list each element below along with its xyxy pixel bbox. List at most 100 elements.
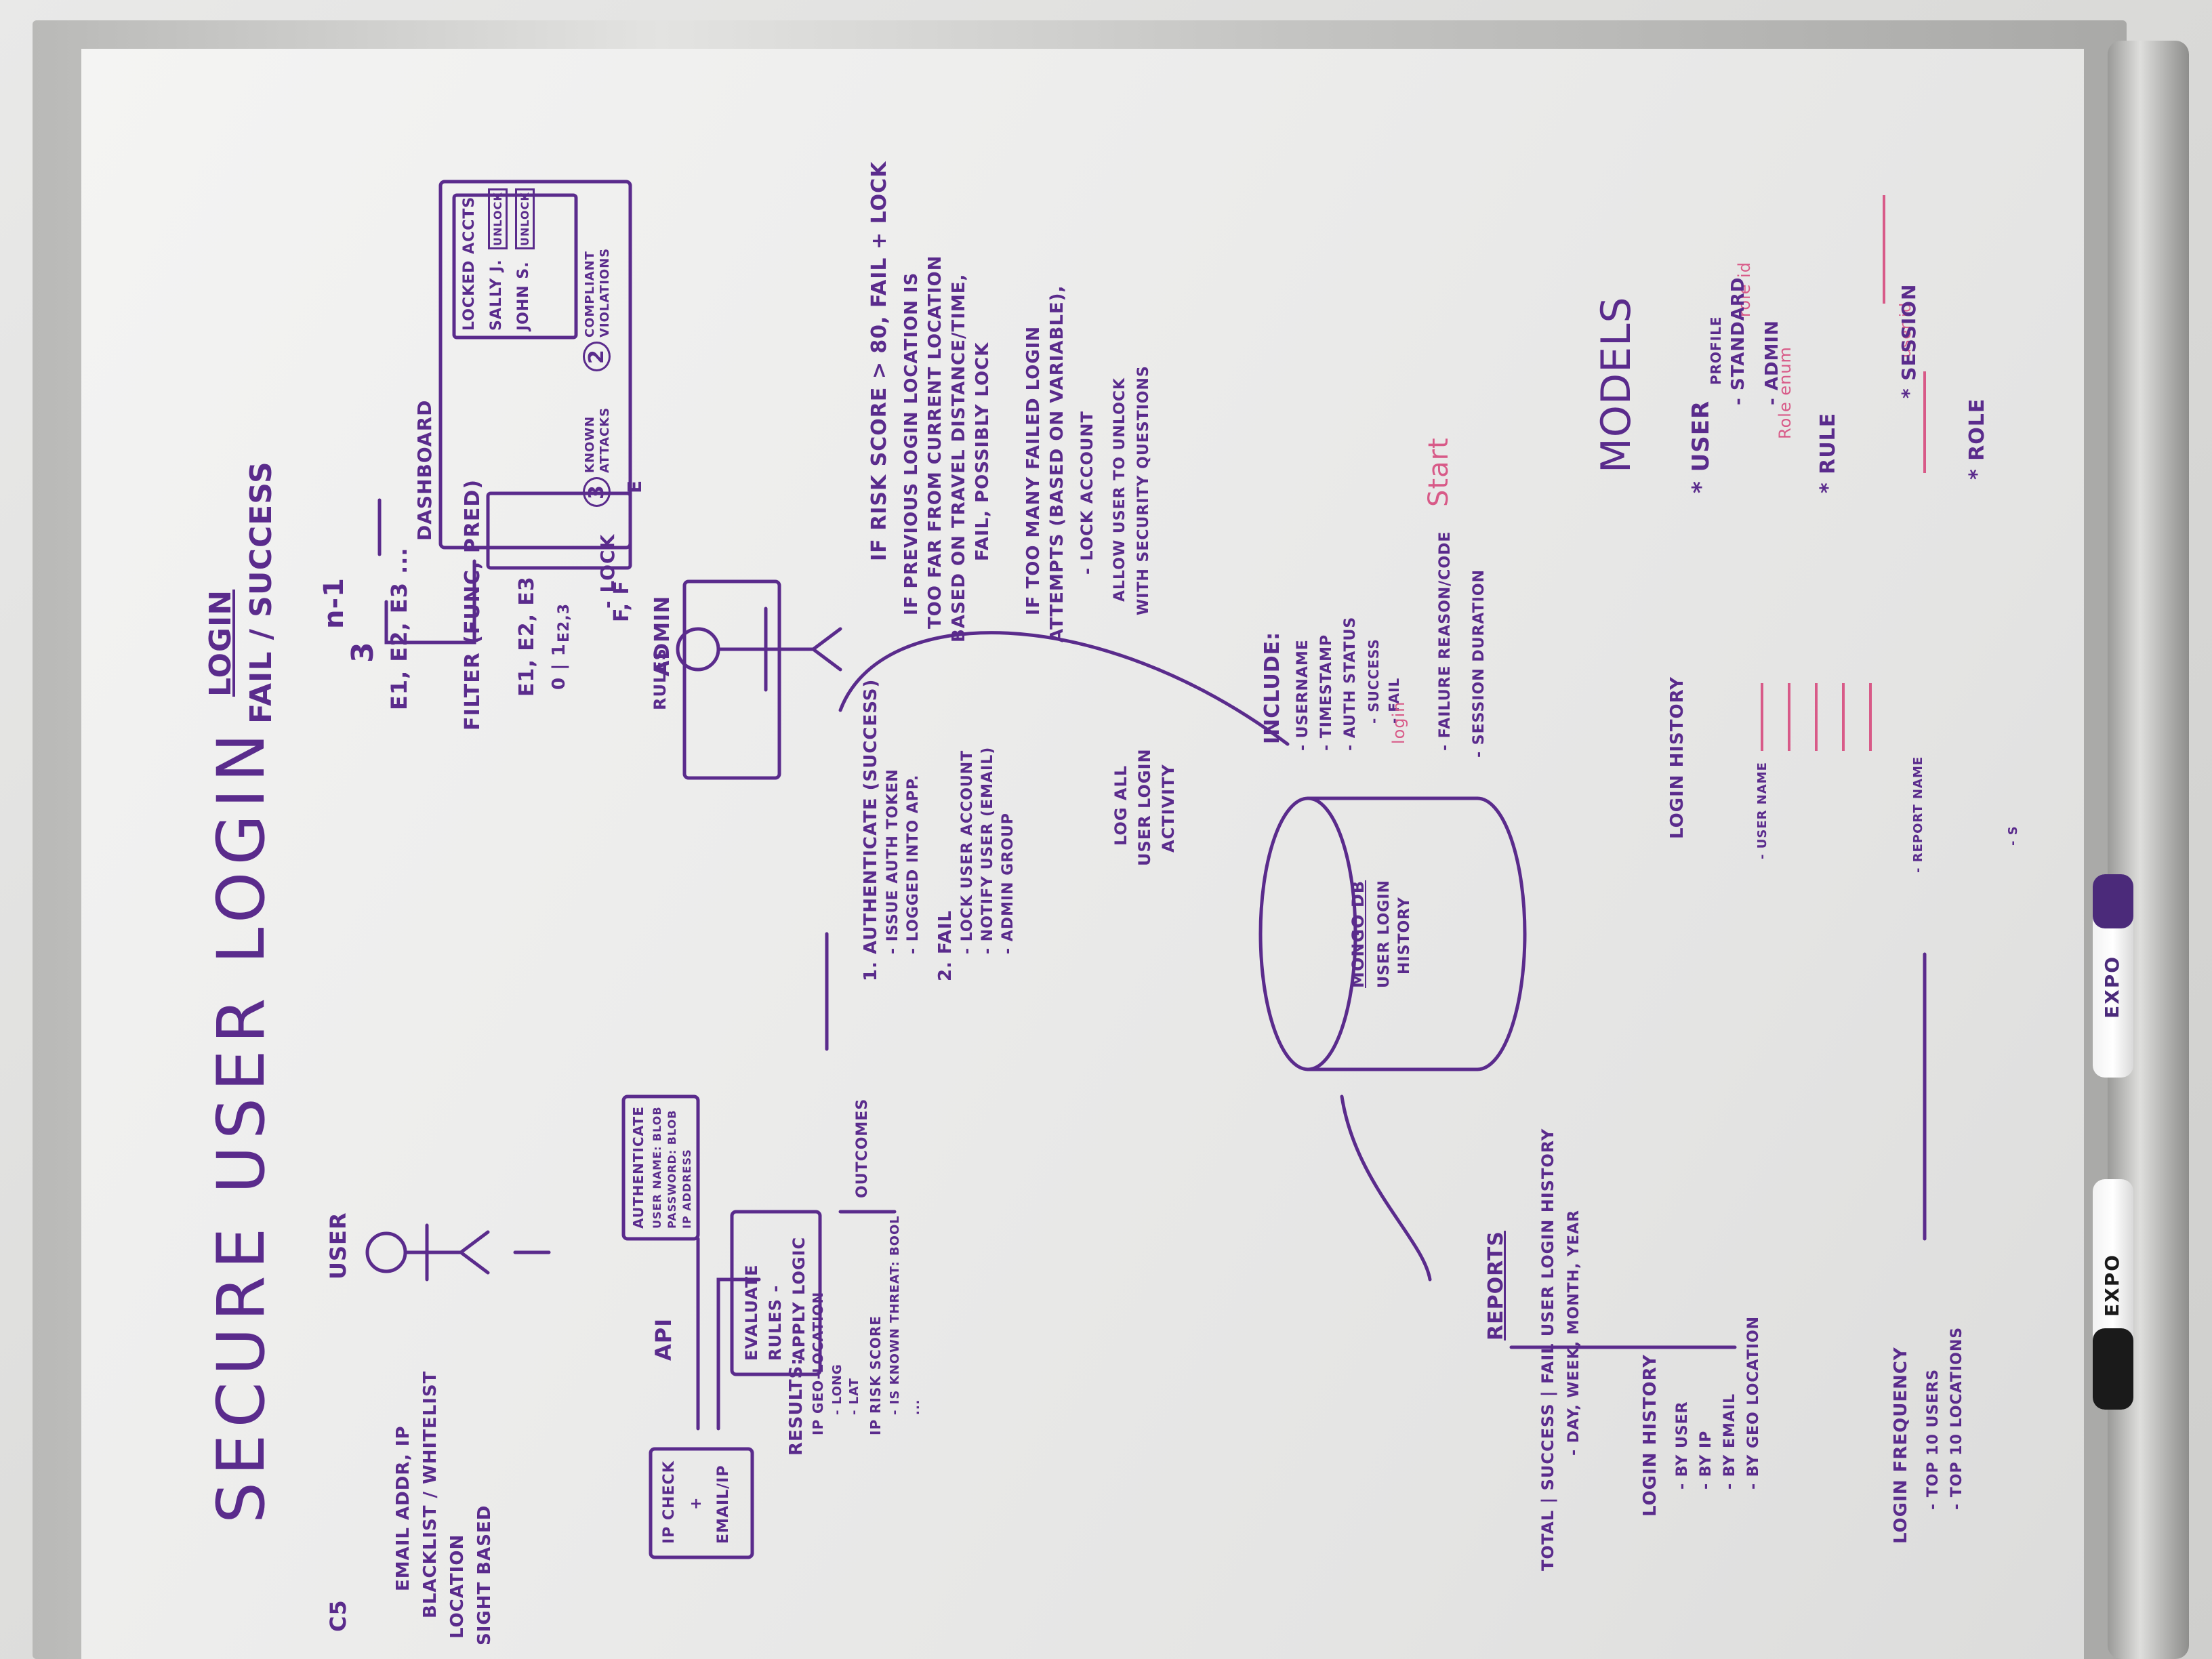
events-box-2: E — [623, 479, 646, 493]
reports-by-4: - BY GEO LOCATION — [1745, 1315, 1762, 1490]
include-2: - TIMESTAMP — [1318, 634, 1335, 751]
include-6: - FAILURE REASON/CODE — [1437, 531, 1454, 751]
note-c5: C5 — [325, 1599, 351, 1632]
include-1: - USERNAME — [1294, 639, 1311, 751]
rule-7: ATTEMPTS (BASED ON VARIABLE), — [1047, 285, 1067, 642]
reports-frequency: LOGIN FREQUENCY — [1891, 1347, 1911, 1544]
note-location: LOCATION — [447, 1534, 468, 1639]
results-line-2: - LONG — [830, 1364, 844, 1415]
reports-header: REPORTS — [1484, 1231, 1508, 1340]
fail-success: FAIL / SUCCESS — [244, 461, 279, 724]
rules-label: RULES — [651, 648, 670, 710]
n-minus-one: n-1 — [319, 577, 350, 629]
reports-by-2: - BY IP — [1698, 1430, 1715, 1490]
include-header: INCLUDE: — [1261, 631, 1284, 744]
reports-login-history: LOGIN HISTORY — [1640, 1354, 1660, 1517]
models-title: MODELS — [1593, 296, 1640, 473]
results-line-5: - IS KNOWN THREAT: BOOL — [888, 1215, 902, 1415]
model-role: * ROLE — [1965, 398, 1989, 480]
outcome-line-6: - NOTIFY USER (EMAIL) — [979, 746, 996, 954]
reports-by-3: - BY EMAIL — [1721, 1393, 1738, 1490]
events-box: E1, E2, E3 — [515, 576, 539, 697]
eval-line-1: EVALUATE — [742, 1264, 761, 1361]
mock-report-name: - REPORT NAME — [1911, 756, 1925, 873]
ip-check-line-1: IP CHECK — [661, 1460, 678, 1544]
pink-login: login — [1389, 701, 1408, 744]
auth-line-4: IP ADDRESS — [680, 1149, 693, 1229]
pink-start: Start — [1423, 437, 1454, 507]
events-list: E1, E2, E3 ... — [386, 547, 412, 710]
model-session: * SESSION — [1898, 283, 1920, 398]
marker-cap-purple — [2093, 874, 2133, 928]
model-standard: - STANDARD — [1728, 276, 1748, 405]
filter-label: FILTER (FUNC, PRED) — [461, 478, 485, 731]
reports-total: TOTAL | SUCCESS | FAIL USER LOGIN HISTOR… — [1538, 1128, 1557, 1571]
model-admin: - ADMIN — [1762, 320, 1782, 405]
auth-line-3: PASSWORD: BLOB — [665, 1109, 678, 1229]
rule-10: WITH SECURITY QUESTIONS — [1135, 365, 1152, 615]
outcome-line-5: - LOCK USER ACCOUNT — [959, 750, 976, 954]
locked-john: JOHN S. — [515, 261, 532, 331]
rule-4: BASED ON TRAVEL DISTANCE/TIME, — [949, 273, 969, 642]
mock-user-name: - USER NAME — [1755, 762, 1769, 859]
zero-one: 0 | 1 — [549, 643, 569, 690]
events-e23: E2,3 — [556, 602, 573, 642]
rule-8: - LOCK ACCOUNT — [1078, 411, 1097, 575]
note-email: EMAIL ADDR, IP — [393, 1425, 413, 1592]
compliant-label-1: COMPLIANT — [583, 250, 597, 337]
known-label-1: KNOWN — [583, 415, 597, 473]
known-label-2: ATTACKS — [598, 407, 612, 473]
model-rule: * RULE — [1816, 412, 1840, 493]
log-all-3: ACTIVITY — [1159, 764, 1178, 853]
auth-line-1: AUTHENTICATE — [630, 1106, 647, 1229]
results-line-1: IP GEO-LOCATION — [810, 1291, 826, 1435]
note-blacklist: BLACKLIST / WHITELIST — [420, 1370, 441, 1618]
outcome-line-4: 2. FAIL — [935, 909, 956, 981]
include-4: - SUCCESS — [1366, 638, 1382, 724]
outcome-line-1: 1. AUTHENTICATE (SUCCESS) — [861, 678, 881, 981]
results-line-4: IP RISK SCORE — [867, 1315, 884, 1435]
lock-label: - LOCK — [596, 533, 619, 609]
include-7: - SESSION DURATION — [1471, 569, 1488, 758]
rule-6: IF TOO MANY FAILED LOGIN — [1023, 325, 1044, 615]
compliant-label-2: VIOLATIONS — [598, 247, 612, 337]
results-header: RESULTS: — [786, 1357, 806, 1456]
ip-check-line-2: + — [688, 1496, 705, 1510]
note-sight: SIGHT BASED — [474, 1504, 495, 1645]
reports-top-2: - TOP 10 LOCATIONS — [1948, 1326, 1965, 1510]
log-all-2: USER LOGIN — [1135, 748, 1154, 866]
board-title: SECURE USER LOGIN — [203, 726, 279, 1523]
db-line-3: HISTORY — [1396, 897, 1413, 975]
results-line-3: - LAT — [847, 1377, 861, 1415]
api-label: API — [651, 1317, 676, 1361]
rule-5: FAIL, POSSIBLY LOCK — [972, 342, 993, 561]
include-3: - AUTH STATUS — [1342, 616, 1359, 751]
mock-login-history: LOGIN HISTORY — [1667, 676, 1687, 839]
outcomes-label: OUTCOMES — [854, 1098, 871, 1198]
rule-9: ALLOW USER TO UNLOCK — [1111, 377, 1128, 602]
whiteboard-surface — [81, 49, 2084, 1659]
db-line-1: MONGO DB — [1349, 880, 1368, 988]
reports-top-1: - TOP 10 USERS — [1925, 1368, 1942, 1510]
marker-cap-black — [2093, 1328, 2133, 1410]
locked-accounts: LOCKED ACCTS — [461, 196, 478, 331]
eval-line-2: RULES - — [766, 1284, 785, 1361]
auth-line-2: USER NAME: BLOB — [651, 1106, 663, 1229]
db-line-2: USER LOGIN — [1376, 880, 1393, 988]
compliant-count: 2 — [583, 342, 611, 371]
dashboard-title: DASHBOARD — [413, 399, 436, 541]
results-line-6: ... — [908, 1399, 922, 1415]
three-power: 3 — [346, 641, 380, 663]
reports-by-1: - BY USER — [1674, 1401, 1691, 1490]
ip-check-line-3: EMAIL/IP — [715, 1465, 732, 1544]
rule-2: IF PREVIOUS LOGIN LOCATION IS — [901, 272, 922, 615]
reports-period: - DAY, WEEK, MONTH, YEAR — [1565, 1209, 1582, 1456]
rule-1: IF RISK SCORE > 80, FAIL + LOCK — [867, 161, 891, 561]
login-heading: LOGIN — [203, 589, 238, 697]
rule-3: TOO FAR FROM CURRENT LOCATION — [925, 255, 945, 629]
locked-sally: SALLY J. — [488, 259, 505, 331]
eval-line-3: APPLY LOGIC — [790, 1236, 808, 1361]
model-profile: PROFILE — [1708, 316, 1724, 385]
